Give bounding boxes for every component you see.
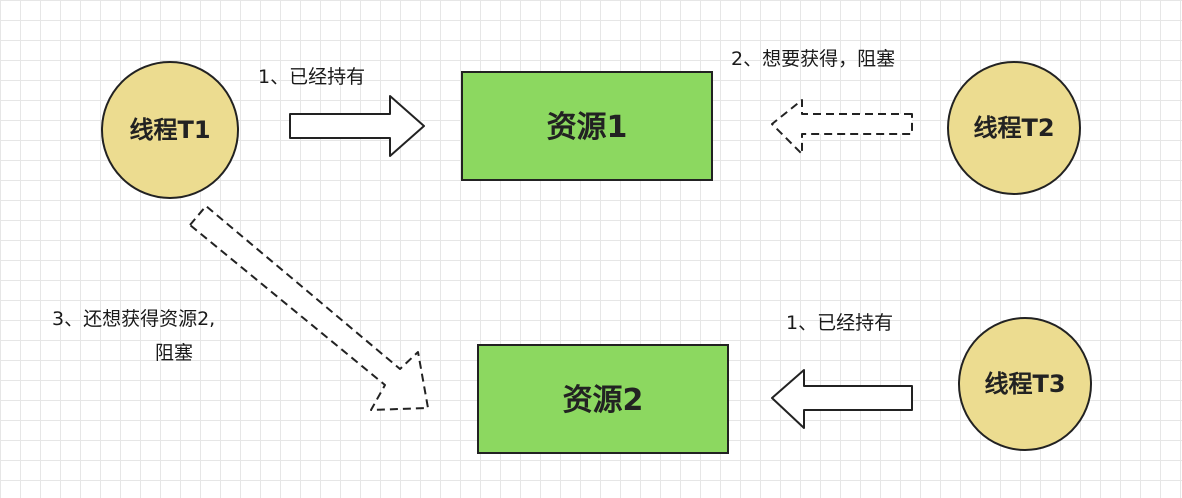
resource-2-node: 资源2 <box>477 344 729 454</box>
edge-label-t1-r1: 1、已经持有 <box>258 66 366 88</box>
edge-label-t1-r2-line2: 阻塞 <box>155 342 194 364</box>
edge-label-t2-r1: 2、想要获得，阻塞 <box>731 48 896 70</box>
thread-t2-node: 线程T2 <box>947 61 1081 195</box>
thread-t2-label: 线程T2 <box>973 114 1054 142</box>
thread-t1-node: 线程T1 <box>101 61 239 199</box>
arrow-t2-waits-r1 <box>771 99 913 155</box>
resource-2-label: 资源2 <box>563 383 644 418</box>
thread-t1-label: 线程T1 <box>129 116 210 144</box>
arrow-t1-waits-r2 <box>189 205 429 411</box>
resource-1-node: 资源1 <box>461 71 713 181</box>
arrow-t3-holds-r2 <box>771 369 913 429</box>
resource-1-label: 资源1 <box>547 110 628 145</box>
thread-t3-node: 线程T3 <box>958 317 1092 451</box>
edge-label-t1-r2-line1: 3、还想获得资源2, <box>52 308 216 330</box>
thread-t3-label: 线程T3 <box>984 370 1065 398</box>
edge-label-t3-r2: 1、已经持有 <box>786 312 894 334</box>
arrow-t1-holds-r1 <box>289 95 425 157</box>
